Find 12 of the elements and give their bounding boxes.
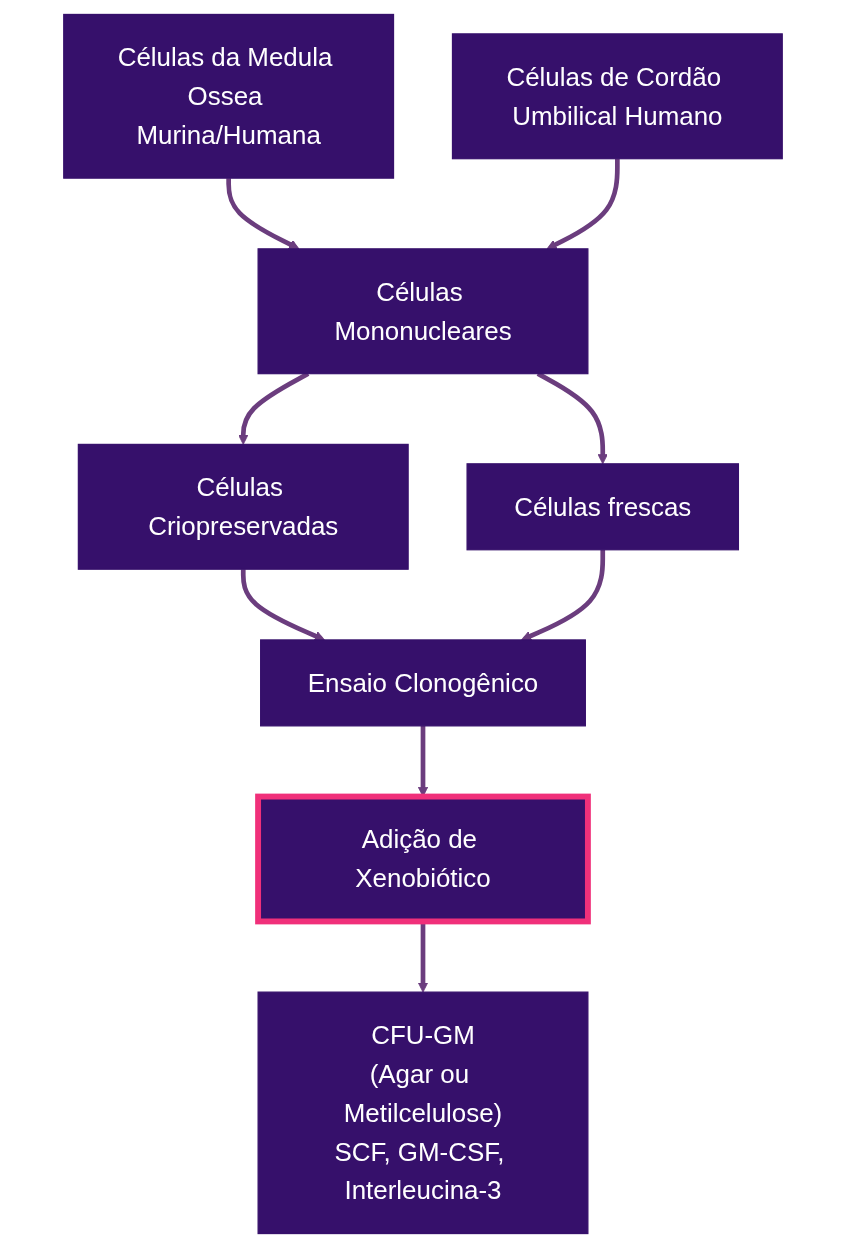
arrow bbox=[521, 549, 606, 641]
node-box: Células da Medula Ossea Murina/Humana bbox=[63, 13, 395, 179]
node-box: Adição de Xenobiótico bbox=[255, 793, 591, 925]
arrow bbox=[240, 569, 325, 641]
node-box: Células Criopreservadas bbox=[77, 443, 409, 570]
node-box: Células Mononucleares bbox=[257, 248, 589, 375]
node-box: Células frescas bbox=[466, 463, 740, 551]
arrow bbox=[546, 158, 620, 250]
node-box: Células de Cordão Umbilical Humano bbox=[451, 33, 783, 160]
node-box: CFU-GM (Agar ou Metilcelulose) SCF, GM-CSF, Interleucina-3 bbox=[257, 991, 589, 1235]
arrow bbox=[226, 178, 300, 250]
node-box: Ensaio Clonogênico bbox=[260, 639, 586, 727]
